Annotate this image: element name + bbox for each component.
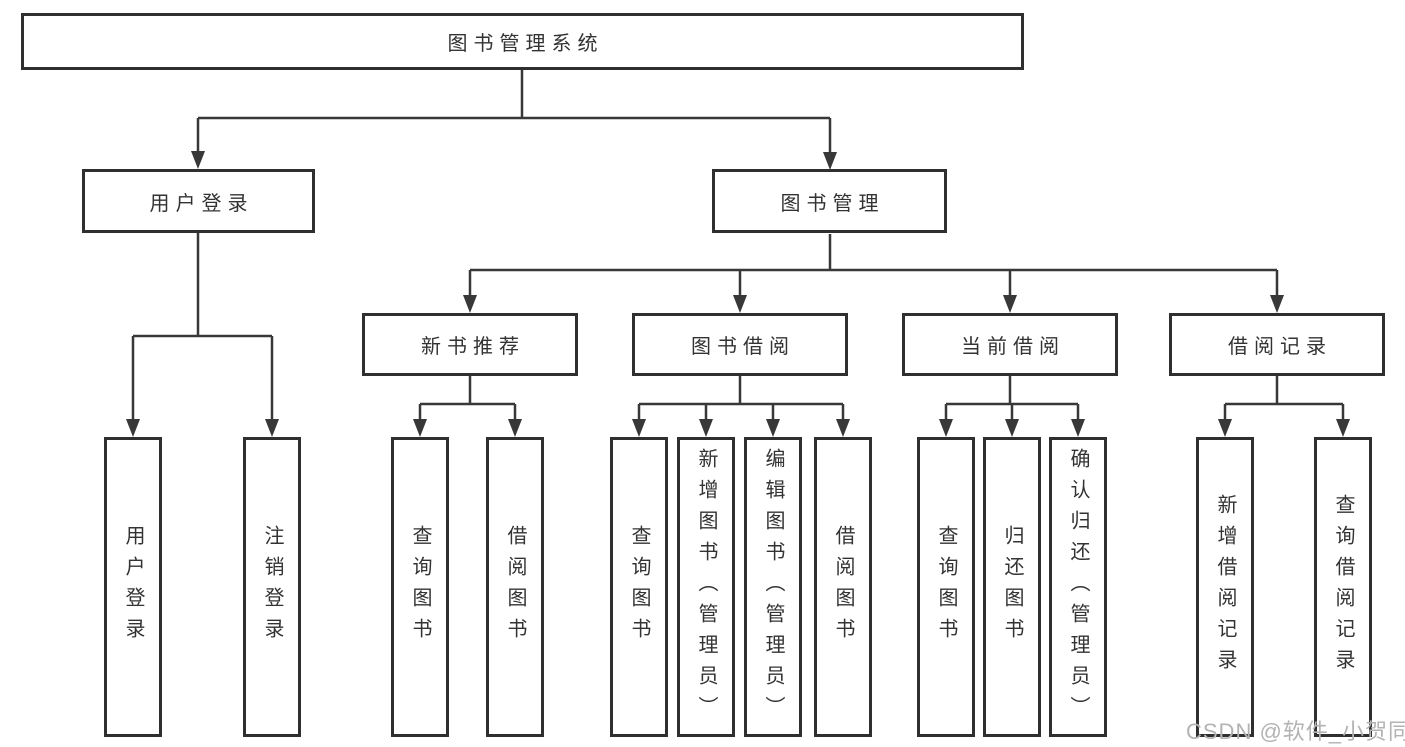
leaf-logout-login: 注销登录 [243, 437, 301, 737]
leaf-query-books-recommend: 查询图书 [391, 437, 449, 737]
node-user-login: 用户登录 [82, 169, 315, 233]
node-label: 查询图书 [409, 525, 431, 649]
node-borrowing-records: 借阅记录 [1169, 313, 1385, 376]
arrowhead-icons [126, 151, 1350, 437]
node-label: 新增借阅记录 [1214, 494, 1236, 680]
node-label: 借阅图书 [504, 525, 526, 649]
leaf-borrow-books-borrowing: 借阅图书 [814, 437, 872, 737]
node-book-borrowing: 图书借阅 [632, 313, 848, 376]
node-label: 借阅记录 [1228, 336, 1332, 358]
leaf-add-borrow-record: 新增借阅记录 [1196, 437, 1254, 737]
leaf-edit-books-admin: 编辑图书（管理员） [744, 437, 802, 737]
node-label: 借阅图书 [832, 525, 854, 649]
node-label: 确认归还（管理员） [1067, 447, 1089, 727]
leaf-return-books: 归还图书 [983, 437, 1041, 737]
node-new-book-recommend: 新书推荐 [362, 313, 578, 376]
leaf-query-books-current: 查询图书 [917, 437, 975, 737]
leaf-query-books-borrowing: 查询图书 [610, 437, 668, 737]
node-library-management-system: 图书管理系统 [21, 13, 1024, 70]
leaf-borrow-books-recommend: 借阅图书 [486, 437, 544, 737]
node-label: 图书管理系统 [447, 33, 604, 55]
node-label: 归还图书 [1001, 525, 1023, 649]
leaf-confirm-return-admin: 确认归还（管理员） [1049, 437, 1107, 737]
node-label: 用户登录 [149, 192, 254, 215]
leaf-user-login: 用户登录 [104, 437, 162, 737]
node-label: 查询图书 [935, 525, 957, 649]
node-label: 新增图书（管理员） [695, 447, 717, 727]
node-label: 注销登录 [261, 525, 283, 649]
node-label: 编辑图书（管理员） [762, 447, 784, 727]
csdn-watermark: CSDN @软件_小贺同学 [1186, 719, 1405, 744]
node-label: 图书管理 [780, 192, 885, 215]
node-label: 新书推荐 [421, 336, 525, 358]
node-label: 用户登录 [122, 525, 144, 649]
node-label: 当前借阅 [961, 336, 1065, 358]
leaf-query-borrow-record: 查询借阅记录 [1314, 437, 1372, 737]
node-label: 查询图书 [628, 525, 650, 649]
node-current-borrowing: 当前借阅 [902, 313, 1118, 376]
leaf-add-books-admin: 新增图书（管理员） [677, 437, 735, 737]
node-book-management: 图书管理 [712, 169, 947, 233]
node-label: 图书借阅 [691, 336, 795, 358]
node-label: 查询借阅记录 [1332, 494, 1354, 680]
